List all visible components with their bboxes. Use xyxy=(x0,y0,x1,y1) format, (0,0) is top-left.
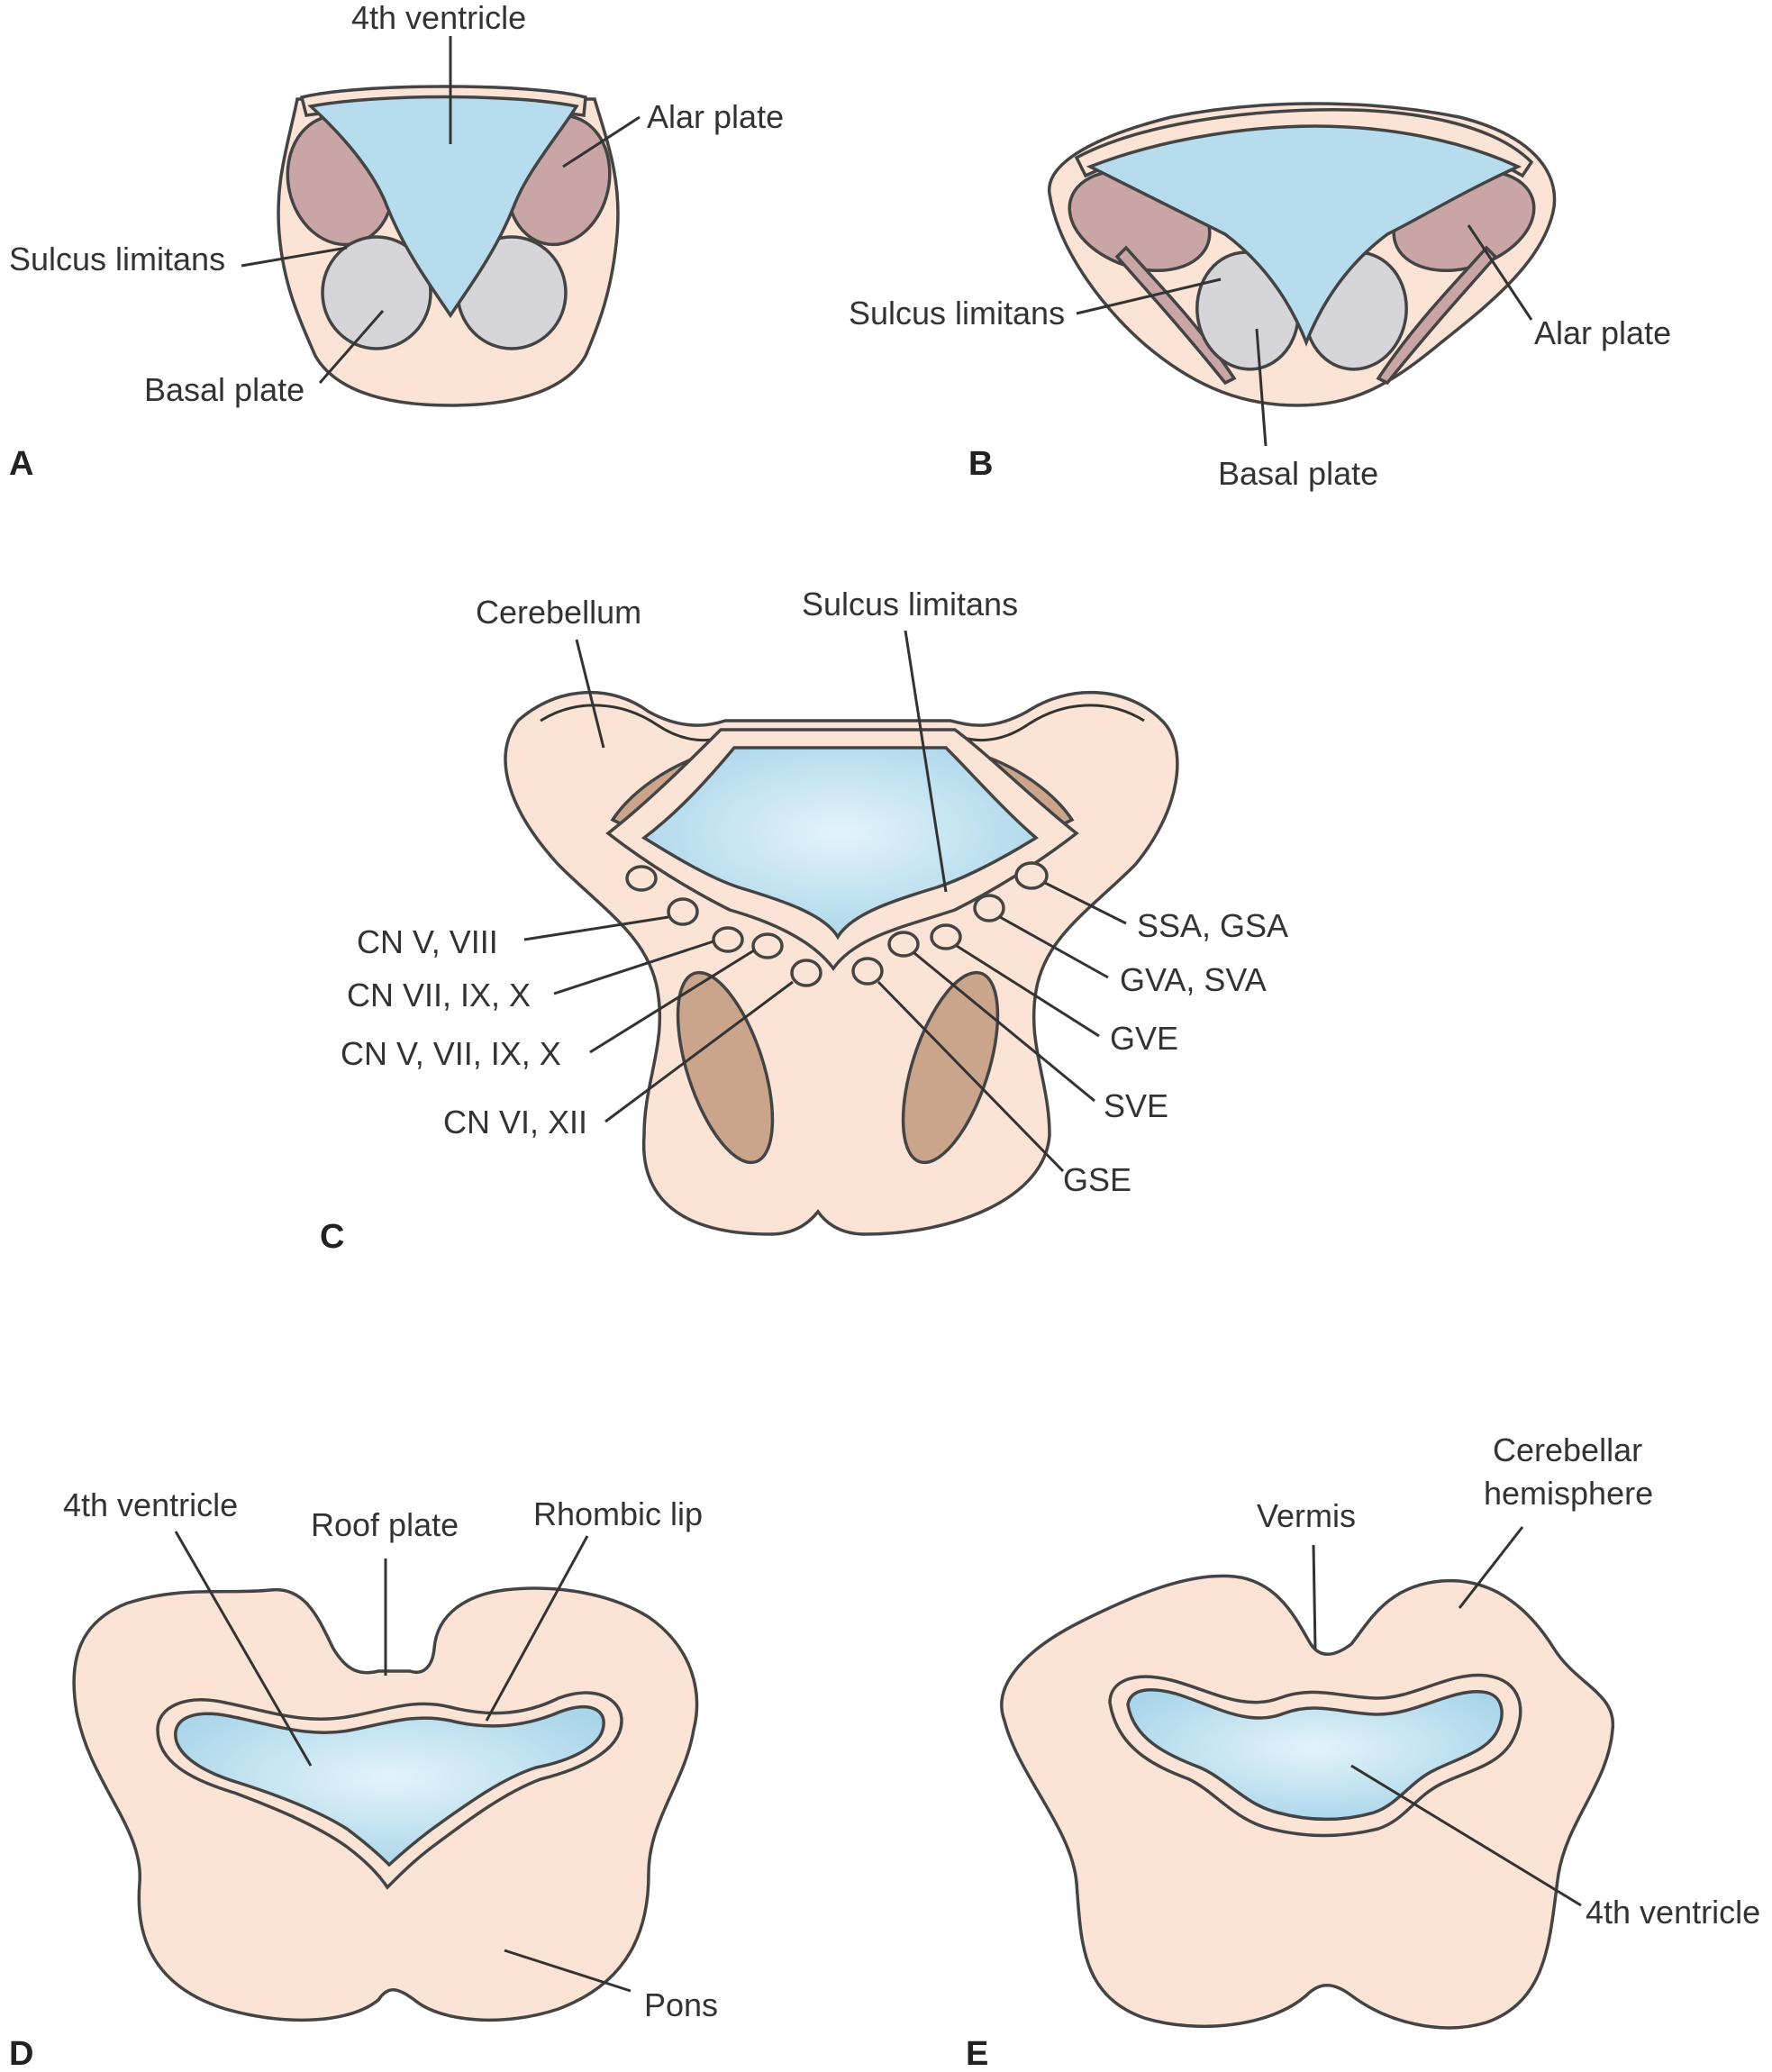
panel-a-label-basal: Basal plate xyxy=(144,371,304,408)
panel-a-leader-sulcus xyxy=(241,246,348,268)
panel-c-leader-ssa-gsa xyxy=(1044,881,1127,925)
panel-c-nucleus-r1 xyxy=(1014,861,1049,890)
panel-d-label-ventricle: 4th ventricle xyxy=(63,1486,238,1523)
panel-b-leader-basal xyxy=(1255,328,1268,447)
panel-a: 4th ventricle Alar plate Sulcus limitans… xyxy=(9,0,784,483)
panel-d-leader-pons xyxy=(504,1949,632,1993)
panel-c: Cerebellum Sulcus limitans CN V, VIII CN… xyxy=(320,586,1288,1256)
panel-a-ventricle xyxy=(307,95,579,319)
panel-b-label-sulcus: Sulcus limitans xyxy=(849,295,1065,332)
panel-a-label-alar: Alar plate xyxy=(647,98,784,135)
panel-e-leader-vermis xyxy=(1312,1544,1317,1649)
panel-c-label-sve: SVE xyxy=(1104,1087,1168,1124)
panel-b-alar-extension-right xyxy=(1376,245,1498,386)
panel-b-label-basal: Basal plate xyxy=(1218,455,1378,492)
panel-d-label-roof: Roof plate xyxy=(311,1506,459,1543)
panel-e: Vermis Cerebellar hemisphere 4th ventric… xyxy=(966,1431,1760,2072)
panel-e-label-hemisphere-line-1: Cerebellar xyxy=(1493,1431,1642,1468)
panel-e-letter: E xyxy=(966,2035,988,2072)
panel-c-label-cerebellum: Cerebellum xyxy=(476,594,641,631)
panel-c-leader-gva-sva xyxy=(999,915,1109,979)
panel-c-leader-cn-v-vii-ix-x xyxy=(589,949,755,1054)
panel-c-cerebellum-outline-left xyxy=(540,704,729,742)
panel-c-nucleus-r3 xyxy=(930,923,962,950)
panel-d-letter: D xyxy=(9,2035,33,2072)
panel-c-letter: C xyxy=(320,1218,344,1256)
panel-c-label-cn-v-viii: CN V, VIII xyxy=(357,923,498,960)
panel-b-alar-extension-left xyxy=(1114,245,1237,386)
panel-c-label-cn-v-vii-ix-x: CN V, VII, IX, X xyxy=(341,1035,561,1072)
panel-c-label-cn-vii-ix-x: CN VII, IX, X xyxy=(347,977,531,1013)
panel-c-leader-gve xyxy=(956,944,1100,1038)
panel-c-leader-cn-vii-ix-x xyxy=(553,940,714,995)
panel-e-label-hemisphere-line-2: hemisphere xyxy=(1484,1475,1653,1512)
panel-c-leader-sve xyxy=(913,951,1095,1103)
panel-d-leader-rhombic xyxy=(485,1535,589,1722)
panel-d-ventricle xyxy=(174,1705,605,1868)
panel-c-ventricle xyxy=(641,746,1039,941)
panel-c-nucleus-l2 xyxy=(667,897,699,926)
panel-c-cerebellum-outline-right xyxy=(954,704,1145,742)
panel-c-label-ssa-gsa: SSA, GSA xyxy=(1137,907,1288,944)
panel-b: Sulcus limitans Alar plate Basal plate B xyxy=(849,102,1671,492)
panel-c-tract-left xyxy=(676,970,775,1165)
panel-d: 4th ventricle Roof plate Rhombic lip Pon… xyxy=(9,1486,718,2072)
panel-b-label-alar: Alar plate xyxy=(1534,314,1671,351)
panel-d-label-rhombic: Rhombic lip xyxy=(533,1495,703,1532)
panel-a-label-ventricle: 4th ventricle xyxy=(351,0,526,36)
panel-c-label-gve: GVE xyxy=(1110,1020,1178,1057)
panel-b-leader-sulcus xyxy=(1076,277,1222,315)
panel-d-label-pons: Pons xyxy=(644,1986,718,2023)
panel-e-label-ventricle: 4th ventricle xyxy=(1586,1894,1760,1931)
panel-c-label-gva-sva: GVA, SVA xyxy=(1120,961,1267,998)
panel-c-nucleus-r5 xyxy=(851,957,884,986)
panel-c-leader-cn-v-viii xyxy=(523,915,669,941)
panel-c-leader-cn-vi-xii xyxy=(604,980,794,1123)
panel-b-leader-alar xyxy=(1467,224,1533,321)
panel-e-leader-hemisphere xyxy=(1458,1526,1524,1609)
panel-b-letter: B xyxy=(968,445,993,483)
panel-a-label-sulcus: Sulcus limitans xyxy=(9,241,225,277)
panel-a-basal-plate-left xyxy=(321,235,432,350)
panel-e-ventricle xyxy=(1126,1688,1504,1822)
panel-c-label-sulcus: Sulcus limitans xyxy=(802,586,1018,623)
panel-c-nucleus-l5 xyxy=(790,959,822,987)
panel-c-label-cn-vi-xii: CN VI, XII xyxy=(443,1104,587,1141)
panel-b-ventricle xyxy=(1086,124,1522,347)
panel-e-label-vermis: Vermis xyxy=(1257,1497,1356,1534)
panel-c-nucleus-l3 xyxy=(712,926,744,953)
panel-d-leader-ventricle xyxy=(174,1531,313,1767)
panel-c-tract-right xyxy=(901,970,1000,1165)
panel-c-nucleus-r4 xyxy=(887,931,920,958)
panel-a-leader-alar xyxy=(562,115,641,168)
panel-c-label-gse: GSE xyxy=(1063,1161,1131,1198)
panel-c-leader-gse xyxy=(877,980,1065,1173)
panel-c-nucleus-l4 xyxy=(751,932,784,959)
panel-c-leader-cerebellum xyxy=(575,639,605,749)
panel-c-nucleus-l1 xyxy=(625,865,658,892)
panel-a-letter: A xyxy=(9,445,33,483)
panel-c-leader-sulcus xyxy=(904,630,948,893)
panel-e-leader-ventricle xyxy=(1350,1764,1582,1907)
panel-a-leader-basal xyxy=(318,310,385,384)
panel-c-nucleus-r2 xyxy=(973,894,1005,922)
